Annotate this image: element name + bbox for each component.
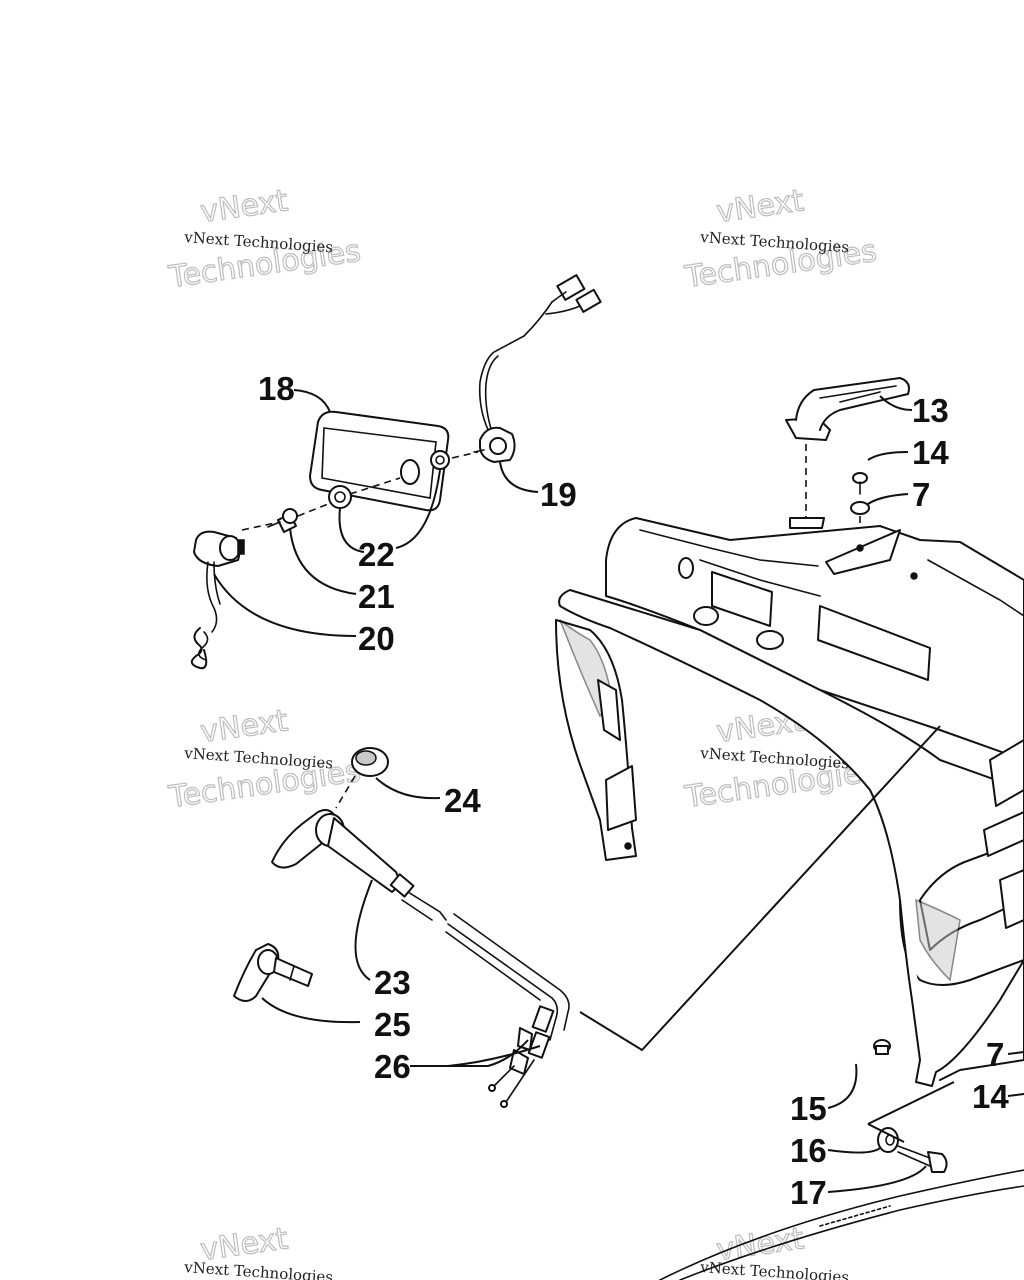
part-18-bezel-plate bbox=[309, 410, 450, 512]
callout-20: 20 bbox=[358, 620, 395, 657]
part-14-screw-top bbox=[852, 472, 868, 495]
watermark-brand-top: vNext bbox=[198, 703, 290, 750]
part-7-washer-top bbox=[850, 501, 870, 515]
callout-24: 24 bbox=[444, 782, 481, 819]
callout-14: 14 bbox=[912, 434, 949, 471]
part-17-bolt bbox=[897, 1145, 948, 1173]
part-19-switch-harness bbox=[473, 274, 602, 463]
callout-17: 17 bbox=[790, 1174, 827, 1211]
part-21-screw bbox=[267, 508, 298, 533]
watermark-company: vNext Technologies bbox=[183, 1258, 334, 1280]
part-22-washer-b bbox=[328, 485, 352, 509]
watermark-brand-top: vNext bbox=[714, 183, 806, 230]
callout-15: 15 bbox=[790, 1090, 827, 1127]
part-25-lever bbox=[233, 943, 313, 1002]
callout-21: 21 bbox=[358, 578, 395, 615]
watermark-company: vNext Technologies bbox=[699, 1258, 850, 1280]
bottom-cable bbox=[659, 1169, 1024, 1280]
callout-19: 19 bbox=[540, 476, 577, 513]
part-23-choke-cable bbox=[271, 809, 570, 1041]
callout-14-lower: 14 bbox=[972, 1078, 1009, 1115]
callout-22: 22 bbox=[358, 536, 395, 573]
callout-16: 16 bbox=[790, 1132, 827, 1169]
callout-26: 26 bbox=[374, 1048, 411, 1085]
part-15-screw bbox=[873, 1039, 891, 1055]
callout-13: 13 bbox=[912, 392, 949, 429]
callout-7-lower: 7 bbox=[986, 1036, 1004, 1073]
hood-console bbox=[555, 517, 1024, 1087]
callout-23: 23 bbox=[374, 964, 411, 1001]
part-20-ignition-switch bbox=[190, 530, 245, 670]
watermark-brand-top: vNext bbox=[198, 183, 290, 230]
callout-25: 25 bbox=[374, 1006, 411, 1043]
part-22-washer-a bbox=[430, 450, 450, 470]
part-13-handle bbox=[785, 377, 910, 441]
part-26-cable-ends bbox=[488, 1005, 555, 1108]
callout-7: 7 bbox=[912, 476, 930, 513]
callout-18: 18 bbox=[258, 370, 295, 407]
part-24-knob-ring bbox=[351, 747, 389, 777]
